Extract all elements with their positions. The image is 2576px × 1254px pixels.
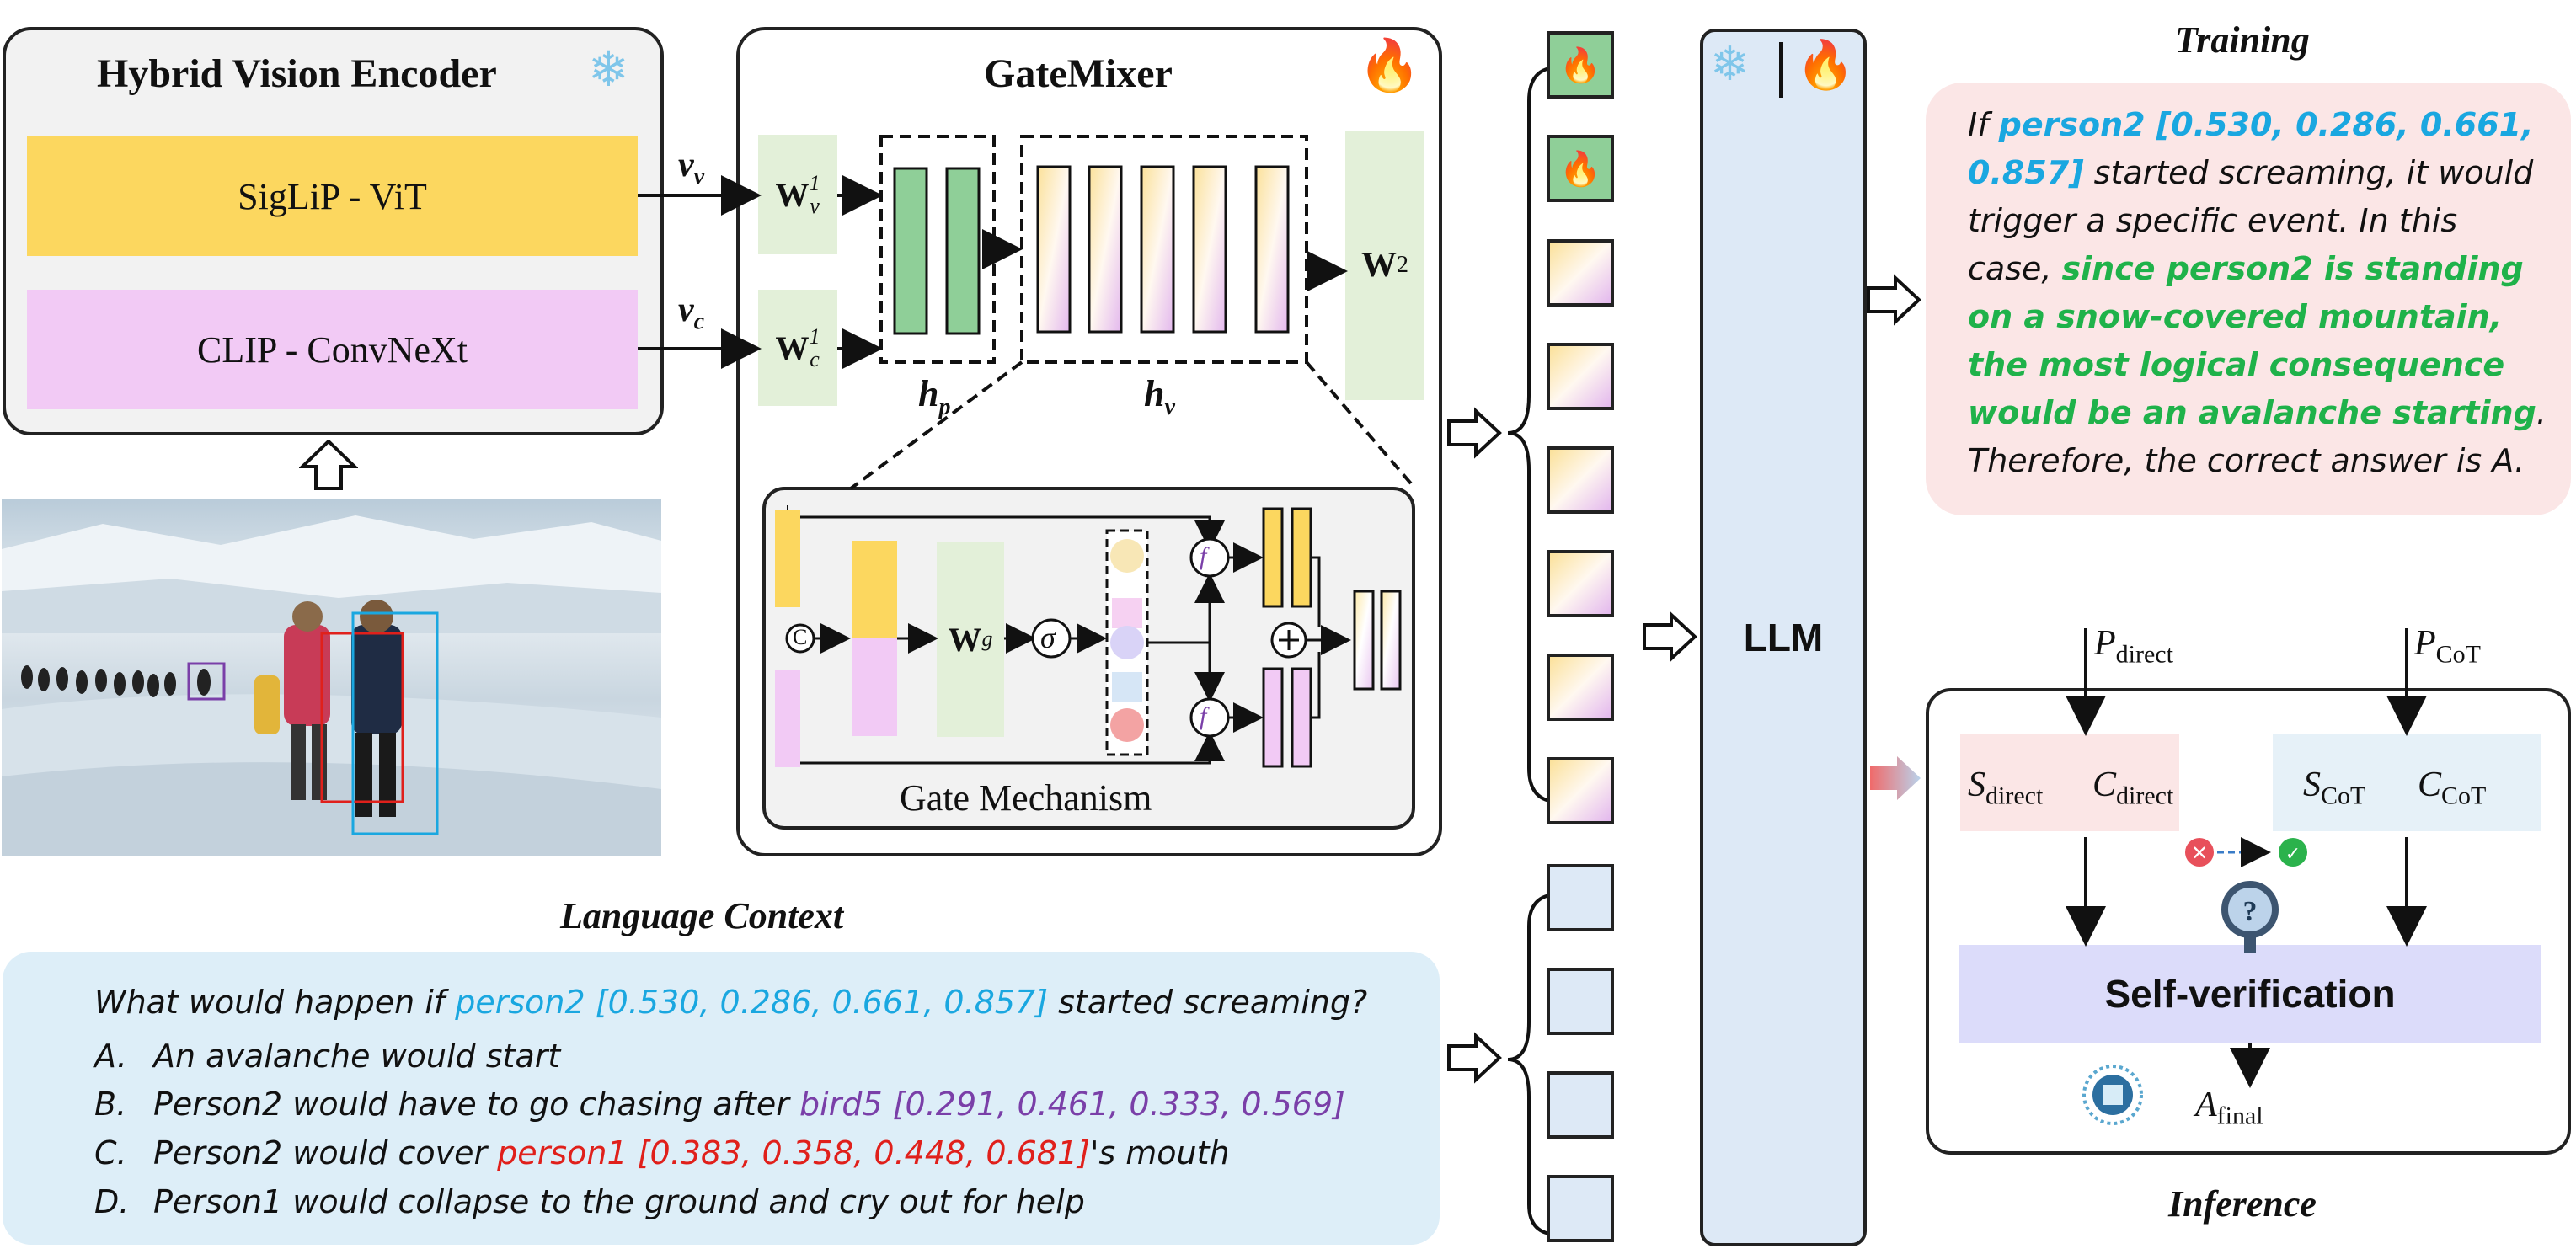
self-verification-block: Self-verification [1959,945,2541,1043]
siglip-label: SigLiP - ViT [238,175,427,217]
option-d: D.Person1 would collapse to the ground a… [94,1183,1085,1220]
sigma-symbol: σ [1040,621,1056,654]
option-c: C.Person2 would cover person1 [0.383, 0.… [94,1134,1230,1171]
frozen-trainable-divider [1779,42,1783,98]
visual-token [1547,550,1614,617]
training-text: If person2 [0.530, 0.286, 0.661, 0.857] … [1968,106,2547,479]
encoder-title: Hybrid Vision Encoder [97,51,497,96]
fuse-function-icon: f [1200,702,1207,730]
a-final-label: Afinal [2195,1086,2263,1130]
snowflake-icon: ❄ [1710,39,1750,91]
training-panel [1926,83,2571,515]
question-text: What would happen if person2 [0.530, 0.2… [94,984,1368,1021]
input-image [2,499,661,856]
gate-mechanism-label: Gate Mechanism [900,777,1152,819]
s-cot-label: SCoT [2303,766,2366,810]
concat-symbol: C [793,625,808,649]
direct-panel [1960,734,2179,831]
training-title: Training [2175,19,2310,61]
siglip-vit-block: SigLiP - ViT [27,136,638,256]
visual-token [1547,757,1614,824]
language-context-title: Language Context [560,895,844,936]
text-token [1547,1175,1614,1242]
trainable-token: 🔥 [1547,31,1614,99]
visual-token [1547,446,1614,514]
vc-label: vc [678,291,705,335]
trainable-token: 🔥 [1547,135,1614,202]
language-context-panel [3,952,1440,1245]
option-a: A.An avalanche would start [94,1038,561,1075]
vv-label: vv [678,146,705,190]
p-cot-label: PCoT [2414,624,2481,669]
text-token [1547,968,1614,1035]
svg-text:✓: ✓ [2285,843,2301,864]
hv-label: hv [1144,373,1175,420]
inference-title: Inference [2168,1183,2317,1225]
text-token [1547,864,1614,931]
s-direct-label: Sdirect [1968,766,2044,810]
visual-token [1547,654,1614,721]
hp-label: hp [918,373,951,420]
cot-panel [2273,734,2541,831]
snowflake-icon: ❄ [588,42,629,97]
clip-label: CLIP - ConvNeXt [196,328,468,371]
image-to-encoder-arrow [299,440,358,490]
self-verification-label: Self-verification [2104,972,2396,1016]
c-cot-label: CCoT [2418,766,2487,810]
llm-block: LLM [1700,29,1867,1246]
visual-token [1547,343,1614,410]
c-direct-label: Cdirect [2092,766,2174,810]
llm-label: LLM [1743,616,1824,659]
visual-token [1547,239,1614,307]
clip-convnext-block: CLIP - ConvNeXt [27,290,638,409]
fire-icon: 🔥 [1796,40,1855,92]
svg-text:?: ? [2243,896,2258,927]
fire-icon: 🔥 [1358,38,1421,93]
gatemixer-title: GateMixer [984,51,1173,96]
option-b: B.Person2 would have to go chasing after… [94,1086,1345,1123]
p-direct-label: Pdirect [2094,624,2173,669]
fuse-function-icon: f [1200,542,1207,570]
text-token [1547,1071,1614,1139]
svg-text:✕: ✕ [2191,843,2208,865]
